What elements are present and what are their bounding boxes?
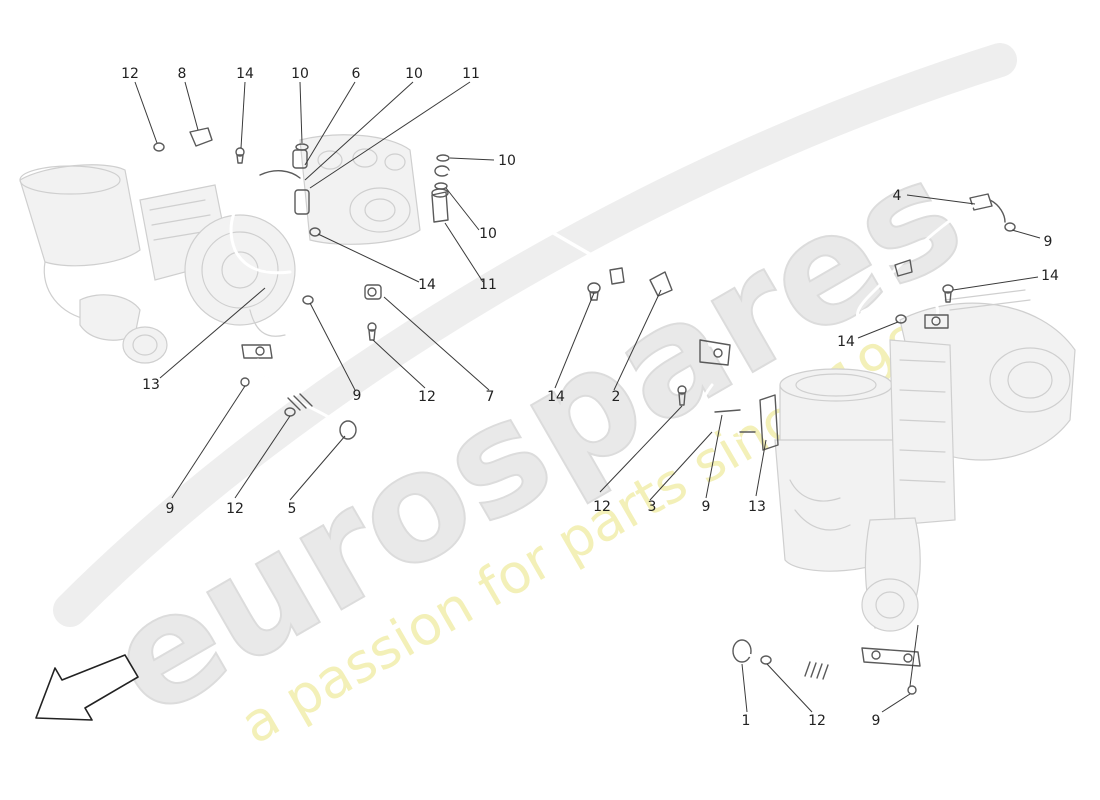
callout-9-e: 9 xyxy=(872,713,881,729)
callout-12-b: 12 xyxy=(418,389,436,405)
direction-arrow-icon xyxy=(35,654,139,721)
callout-9-a: 9 xyxy=(353,388,362,404)
fitting-11-center xyxy=(431,188,449,223)
callout-2: 2 xyxy=(612,389,621,405)
callout-9-b: 9 xyxy=(166,501,175,517)
callout-14-b: 14 xyxy=(418,277,436,293)
callout-11-b: 11 xyxy=(479,277,497,293)
pipe-7 xyxy=(283,284,400,320)
callout-1: 1 xyxy=(742,713,751,729)
pipe-13-right xyxy=(860,284,954,329)
callout-7: 7 xyxy=(486,389,495,405)
pipe-8 xyxy=(186,127,254,189)
callout-14-e: 14 xyxy=(837,334,855,350)
callout-3: 3 xyxy=(648,499,657,515)
pipe-13-left xyxy=(229,149,310,275)
pipe-3 xyxy=(695,383,779,451)
left-turbocharger xyxy=(19,134,421,364)
callout-8: 8 xyxy=(178,66,187,82)
callout-12-a: 12 xyxy=(121,66,139,82)
callout-4: 4 xyxy=(893,188,902,204)
callout-10-d: 10 xyxy=(479,226,497,242)
callout-10-b: 10 xyxy=(405,66,423,82)
pipe-4 xyxy=(856,193,1006,320)
callout-12-d: 12 xyxy=(593,499,611,515)
loose-bolts xyxy=(153,142,1016,695)
callout-10-a: 10 xyxy=(291,66,309,82)
watermark-swoosh xyxy=(53,43,1017,627)
callout-9-c: 9 xyxy=(702,499,711,515)
callout-13-a: 13 xyxy=(142,377,160,393)
leader-lines xyxy=(134,81,1041,713)
callout-14-c: 14 xyxy=(547,389,565,405)
callout-labels: 12 8 14 10 6 10 11 10 10 11 14 13 9 12 7… xyxy=(121,66,1059,729)
bolt-14-center xyxy=(587,282,601,301)
pipe-2 xyxy=(434,165,731,366)
callout-12-e: 12 xyxy=(808,713,826,729)
callout-11-a: 11 xyxy=(462,66,480,82)
pipe-1 xyxy=(732,639,921,683)
callout-12-c: 12 xyxy=(226,501,244,517)
callout-9-d: 9 xyxy=(1044,234,1053,250)
callout-13-b: 13 xyxy=(748,499,766,515)
callout-14-d: 14 xyxy=(1041,268,1059,284)
pipe-5 xyxy=(241,344,357,440)
callout-5: 5 xyxy=(288,501,297,517)
right-turbocharger xyxy=(774,289,1076,632)
callout-6: 6 xyxy=(352,66,361,82)
callout-14-a: 14 xyxy=(236,66,254,82)
callout-10-c: 10 xyxy=(498,153,516,169)
